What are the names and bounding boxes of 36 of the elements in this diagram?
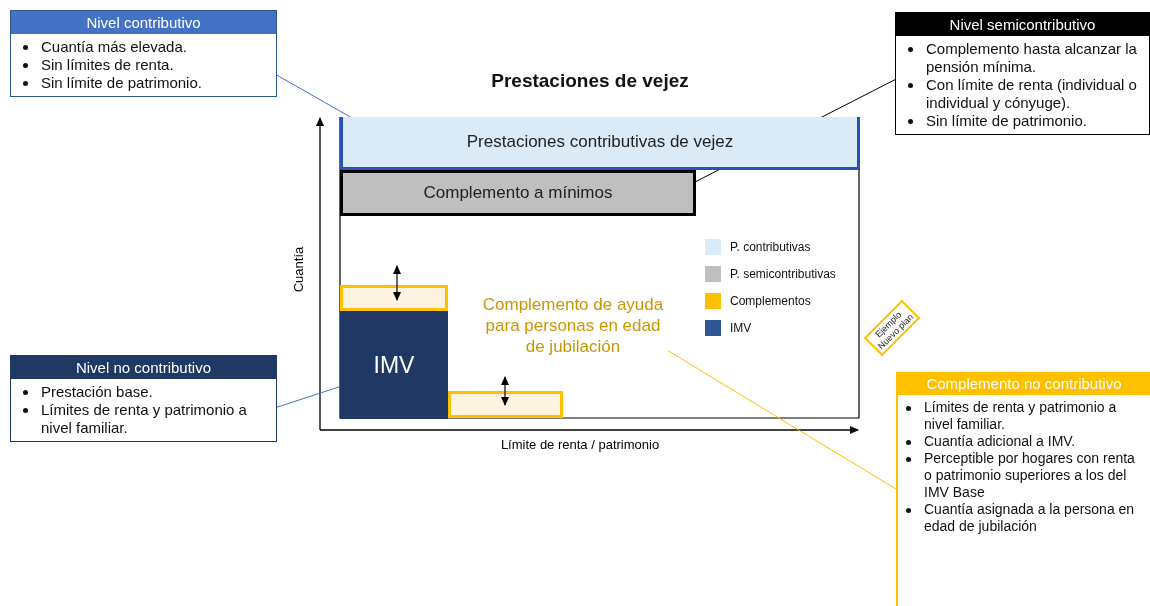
- title: Prestaciones de vejez: [490, 70, 690, 92]
- callout-heading: Nivel contributivo: [11, 11, 276, 34]
- leader-line: [667, 350, 897, 490]
- bullet-text: Sin límites de renta.: [41, 56, 174, 73]
- bullet-text: Límites de renta y patrimonio a nivel familiar.: [924, 399, 1117, 432]
- axis-label: Cuantía: [290, 245, 306, 295]
- bullet-text: Sin límite de patrimonio.: [926, 112, 1087, 129]
- legend-label: P. semicontributivas: [730, 267, 836, 281]
- callout-box: [896, 372, 1150, 606]
- annotation-text: Complemento de ayuda para personas en edad de jubilación: [478, 294, 668, 357]
- bullet-text: Cuantía más elevada.: [41, 38, 187, 55]
- callout-heading: Nivel no contributivo: [11, 356, 276, 379]
- callout-heading: Nivel semicontributivo: [896, 13, 1149, 36]
- bullet-text: Cuantía adicional a IMV.: [924, 433, 1076, 449]
- bullet-text: Cuantía asignada a la persona en edad de jubilación: [924, 501, 1135, 534]
- complement-bar: [340, 285, 448, 311]
- leader-line: [276, 386, 341, 408]
- benefit-bar: Complemento a mínimos: [340, 170, 696, 216]
- legend-label: P. contributivas: [730, 240, 811, 254]
- bullet-text: Prestación base.: [41, 383, 153, 400]
- bullet-text: Límites de renta y patrimonio a nivel familiar.: [41, 401, 247, 436]
- benefit-bar: Prestaciones contributivas de vejez: [340, 117, 860, 170]
- legend-label: Complementos: [730, 294, 811, 308]
- bullet-text: Sin límite de patrimonio.: [41, 74, 202, 91]
- leader-line: [276, 74, 351, 118]
- callout-box: [10, 10, 277, 97]
- complement-bar: [448, 391, 563, 418]
- bullet-text: Con límite de renta (individual o individual y cónyuge).: [926, 76, 1137, 111]
- bullet-text: Complemento hasta alcanzar la pensión mínima.: [926, 40, 1137, 75]
- callout-box: [895, 12, 1150, 135]
- bullet-text: Perceptible por hogares con renta o patrimonio superiores a los del IMV Base: [924, 450, 1135, 500]
- axis-label: Límite de renta / patrimonio: [499, 437, 661, 452]
- callout-heading: Complemento no contributivo: [898, 372, 1150, 395]
- callout-box: [10, 355, 277, 442]
- benefit-bar: IMV: [340, 311, 448, 419]
- legend-label: IMV: [730, 321, 752, 335]
